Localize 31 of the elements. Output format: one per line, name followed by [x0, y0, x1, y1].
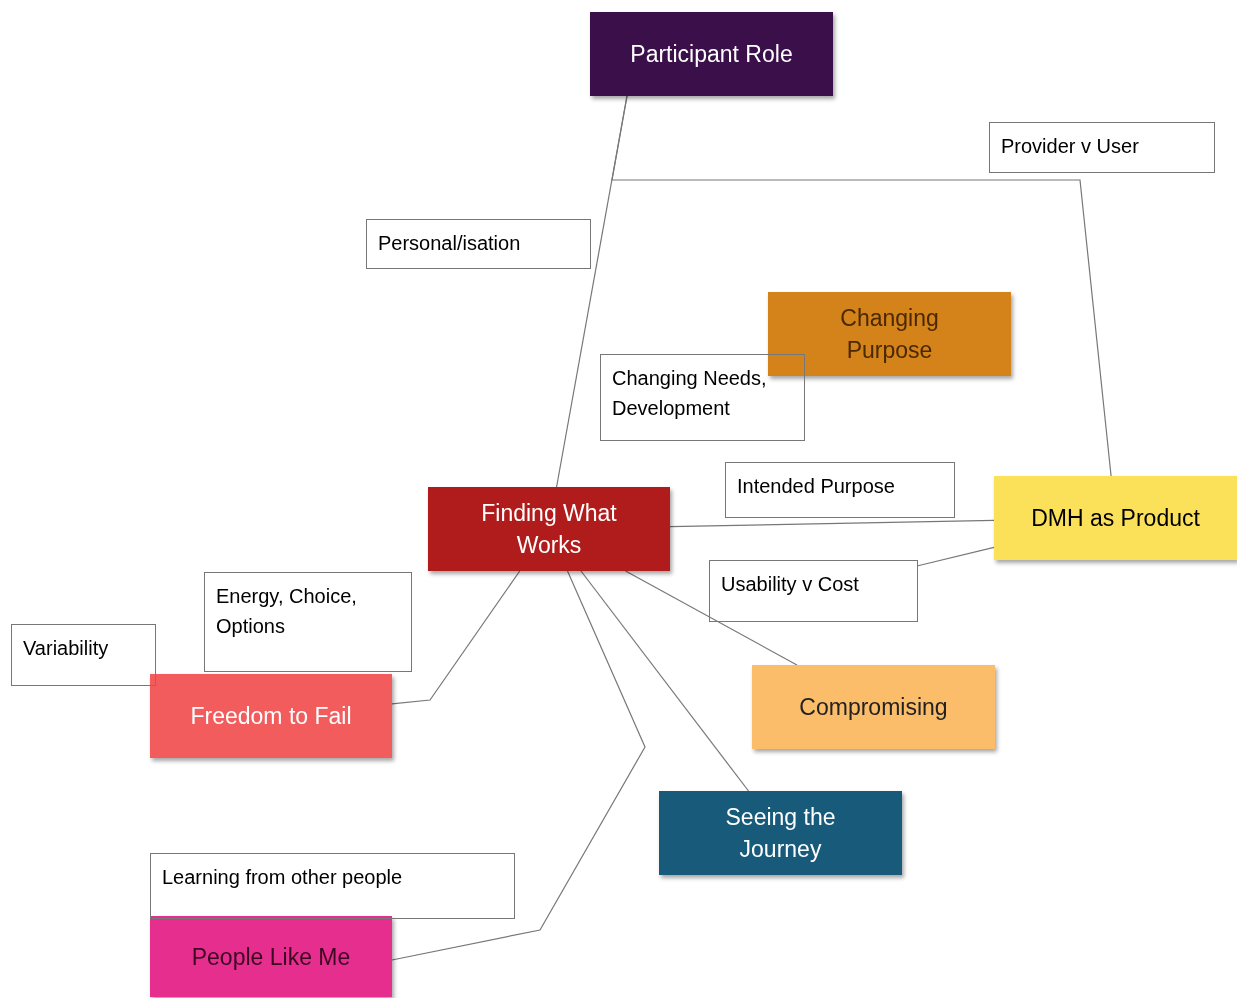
link-label: Energy, Choice, Options	[216, 584, 358, 639]
connector-line	[611, 95, 1112, 477]
link-label: Personal/isation	[378, 231, 522, 256]
topic-label: Participant Role	[630, 40, 793, 69]
connector-line	[669, 519, 995, 528]
topic-label: Finding What Works	[480, 499, 618, 560]
connector-line	[580, 570, 750, 792]
link-label: Changing Needs, Development	[612, 366, 768, 421]
topic-box	[590, 12, 833, 96]
topic-box	[150, 674, 392, 758]
connector-line	[391, 570, 521, 705]
topic-box	[752, 665, 995, 749]
topic-label: Seeing the Journey	[724, 803, 837, 864]
link-label: Usability v Cost	[721, 572, 860, 597]
topic-label: Freedom to Fail	[190, 702, 352, 731]
topic-label: Compromising	[799, 693, 948, 722]
link-label: Intended Purpose	[737, 474, 896, 499]
topic-label: DMH as Product	[1031, 504, 1200, 533]
topic-label: People Like Me	[191, 942, 351, 972]
topic-box	[768, 292, 1011, 376]
topic-box	[150, 916, 392, 997]
topic-label: Changing Purpose	[839, 304, 940, 365]
topic-box	[994, 476, 1237, 560]
link-label: Provider v User	[1001, 134, 1140, 159]
link-label: Variability	[23, 636, 110, 661]
connector-line	[624, 570, 798, 666]
topic-box	[659, 791, 902, 875]
connector-line	[917, 546, 995, 567]
topic-box	[428, 487, 670, 571]
link-label: Learning from other people	[162, 865, 404, 890]
connector-line	[391, 570, 646, 961]
